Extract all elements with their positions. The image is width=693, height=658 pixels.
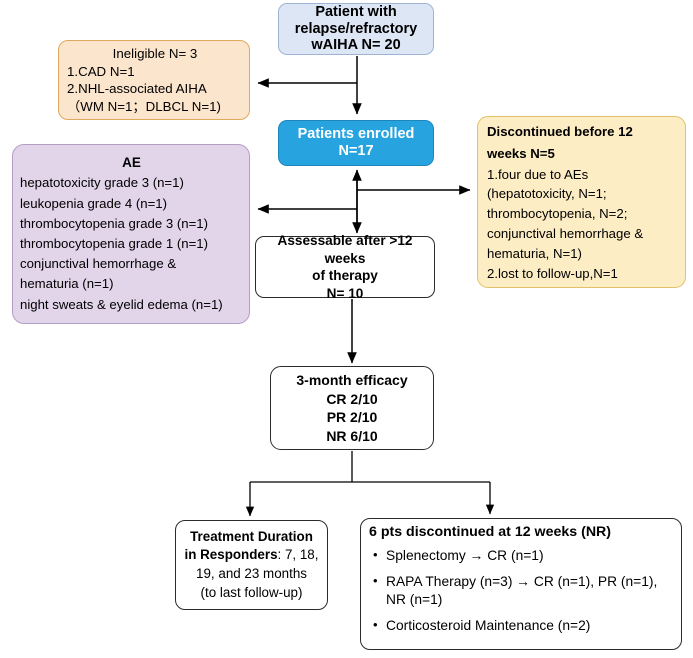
assessable-line-3: N= 10 [326, 285, 364, 301]
ae-title: AE [122, 155, 141, 171]
assessable-line-2: of therapy [312, 268, 378, 283]
source-line-3: wAIHA N= 20 [311, 37, 401, 54]
list-item: Corticosteroid Maintenance (n=2) [373, 616, 675, 635]
efficacy-nr: NR 6/10 [326, 427, 378, 444]
ineligible-title: Ineligible N= 3 [112, 46, 198, 61]
ae-item-3: thrombocytopenia grade 3 (n=1) [20, 215, 209, 231]
efficacy-title: 3-month efficacy [296, 372, 408, 388]
node-3-month-efficacy[interactable]: 3-month efficacy CR 2/10 PR 2/10 NR 6/10 [270, 366, 434, 450]
ineligible-item-2-detail: （WM N=1；DLBCL N=1) [67, 98, 221, 114]
duration-line-1: Treatment Duration [180, 528, 323, 547]
discontinued-item-1: 1.four due to AEs [487, 166, 589, 182]
six-pts-list: Splenectomy → CR (n=1) RAPA Therapy (n=3… [369, 546, 675, 642]
duration-values-1: : 7, 18, [277, 547, 319, 563]
node-assessable-after-12-weeks[interactable]: Assessable after >12 weeks of therapy N=… [255, 233, 435, 301]
discontinued-item-1-detail-1: (hepatotoxicity, N=1; [487, 186, 607, 202]
node-adverse-events[interactable]: AE hepatotoxicity grade 3 (n=1) leukopen… [12, 144, 250, 324]
duration-line-4: (to last follow-up) [200, 584, 303, 600]
ae-item-6: night sweats & eyelid edema (n=1) [20, 296, 223, 312]
six-pts-title: 6 pts discontinued at 12 weeks (NR) [369, 524, 612, 540]
discontinued-item-2: 2.lost to follow-up,N=1 [487, 265, 618, 281]
discontinued-item-1-detail-3: conjunctival hemorrhage & [487, 226, 644, 241]
discontinued-title-line-1: Discontinued before 12 [487, 123, 633, 139]
enrolled-line-1: Patients enrolled [297, 125, 415, 142]
duration-line-3: 19, and 23 months [196, 566, 307, 581]
node-six-pts-discontinued[interactable]: 6 pts discontinued at 12 weeks (NR) Sple… [360, 518, 682, 650]
discontinued-item-1-detail-2: thrombocytopenia, N=2; [487, 206, 628, 222]
node-discontinued-before-12-weeks[interactable]: Discontinued before 12 weeks N=5 1.four … [477, 116, 686, 288]
list-item: Splenectomy → CR (n=1) [373, 546, 675, 565]
node-ineligible[interactable]: Ineligible N= 3 1.CAD N=1 2.NHL-associat… [58, 40, 250, 120]
efficacy-pr: PR 2/10 [326, 409, 378, 425]
ae-item-5: conjunctival hemorrhage & [20, 256, 177, 272]
node-treatment-duration[interactable]: Treatment Duration in Responders: 7, 18,… [175, 520, 328, 610]
ae-item-5-cont: hematuria (n=1) [20, 276, 114, 292]
source-line-2: relapse/refractory [294, 20, 418, 37]
node-source-population[interactable]: Patient with relapse/refractory wAIHA N=… [278, 3, 434, 55]
ae-item-4: thrombocytopenia grade 1 (n=1) [20, 236, 209, 251]
ineligible-item-2: 2.NHL-associated AIHA [67, 81, 207, 96]
enrolled-line-2: N=17 [338, 143, 374, 159]
list-item: RAPA Therapy (n=3) → CR (n=1), PR (n=1),… [373, 572, 675, 610]
ineligible-item-1: 1.CAD N=1 [67, 63, 135, 79]
duration-label-1: Treatment Duration [190, 528, 313, 544]
duration-label-2: in Responders [184, 547, 278, 563]
discontinued-item-1-detail-4: hematuria, N=1) [487, 245, 582, 261]
ae-item-2: leukopenia grade 4 (n=1) [20, 195, 168, 211]
source-line-1: Patient with [315, 4, 397, 21]
node-patients-enrolled[interactable]: Patients enrolled N=17 [278, 120, 434, 166]
duration-line-2: in Responders: 7, 18, [180, 546, 323, 565]
edge-efficacy-split [245, 451, 495, 517]
efficacy-cr: CR 2/10 [326, 390, 378, 407]
ae-item-1: hepatotoxicity grade 3 (n=1) [20, 175, 184, 191]
discontinued-title-line-2: weeks N=5 [487, 145, 555, 161]
assessable-line-1: Assessable after >12 weeks [277, 233, 413, 266]
